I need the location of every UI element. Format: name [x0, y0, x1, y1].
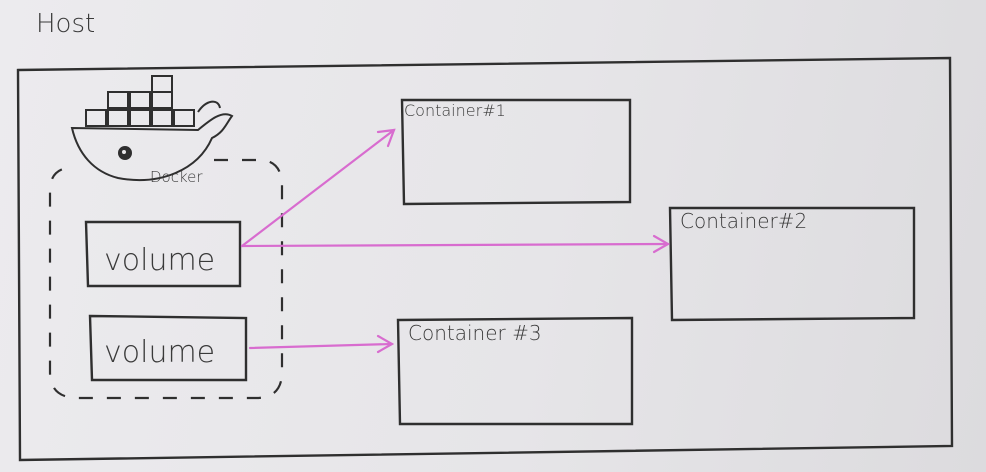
- docker-whale-icon: [70, 75, 234, 182]
- container-box: Container#2: [668, 206, 916, 322]
- docker-label: Docker: [150, 168, 203, 186]
- volume-label: volume: [104, 335, 215, 370]
- volume-box: volume: [88, 314, 248, 382]
- volume-label: volume: [104, 243, 215, 278]
- container-box: Container#1: [400, 98, 632, 206]
- arrow-volume-to-container-3: [248, 334, 395, 354]
- arrow-volume-to-container-1: [240, 128, 396, 248]
- container-label: Container#1: [404, 101, 506, 120]
- container-label: Container#2: [680, 209, 807, 233]
- container-label: Container #3: [408, 321, 542, 345]
- docker-volume-region: [48, 158, 284, 400]
- host-frame: [16, 56, 954, 462]
- container-box: Container #3: [396, 316, 634, 426]
- volume-box: volume: [84, 220, 242, 288]
- host-label: Host: [36, 9, 95, 39]
- arrow-volume-to-container-2: [240, 234, 671, 254]
